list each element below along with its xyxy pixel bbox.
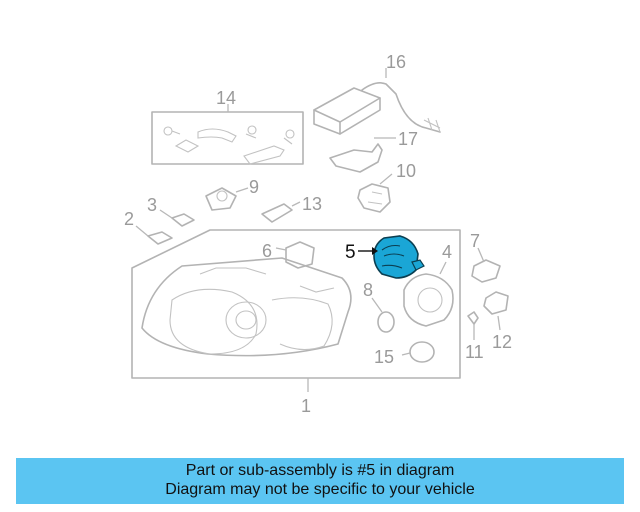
callout-17: 17 xyxy=(398,129,418,149)
part-9-bulb xyxy=(205,187,249,211)
part-4-cover xyxy=(403,261,454,327)
part-7-bulb xyxy=(471,247,501,283)
part-13-bulb xyxy=(261,201,301,223)
callout-2: 2 xyxy=(124,209,134,229)
banner-line-2: Diagram may not be specific to your vehi… xyxy=(165,481,475,498)
callout-7: 7 xyxy=(470,231,480,251)
callout-8: 8 xyxy=(363,280,373,300)
part-15-cap xyxy=(401,341,435,363)
callout-16: 16 xyxy=(386,52,406,72)
part-5-highlighted xyxy=(358,235,425,279)
headlamp-parts-diagram: 1 2 3 4 5 6 7 8 9 10 11 12 13 14 15 16 1… xyxy=(124,52,512,416)
callout-15: 15 xyxy=(374,347,394,367)
callout-11: 11 xyxy=(465,342,484,362)
part-3-clip xyxy=(159,209,195,227)
part-1-headlamp-assembly xyxy=(131,229,461,392)
callout-1: 1 xyxy=(301,396,311,416)
part-2-clip xyxy=(135,225,173,245)
callout-12: 12 xyxy=(492,332,512,352)
callout-13: 13 xyxy=(302,194,322,214)
callout-5: 5 xyxy=(345,242,356,263)
info-banner: Part or sub-assembly is #5 in diagram Di… xyxy=(16,458,624,504)
callout-3: 3 xyxy=(147,195,157,215)
part-14-group xyxy=(151,104,304,165)
part-12-socket xyxy=(483,291,509,331)
callout-4: 4 xyxy=(442,242,452,262)
callout-6: 6 xyxy=(262,241,272,261)
part-17-bracket xyxy=(329,137,396,173)
part-10-socket xyxy=(357,173,393,213)
part-8-seal xyxy=(371,297,395,333)
callout-10: 10 xyxy=(396,161,416,181)
callout-14: 14 xyxy=(216,88,236,108)
banner-line-1: Part or sub-assembly is #5 in diagram xyxy=(185,462,455,479)
part-6-bulb xyxy=(275,241,315,269)
part-16-control-unit xyxy=(313,68,441,135)
callout-9: 9 xyxy=(249,177,259,197)
part-11-bulb xyxy=(467,311,479,340)
